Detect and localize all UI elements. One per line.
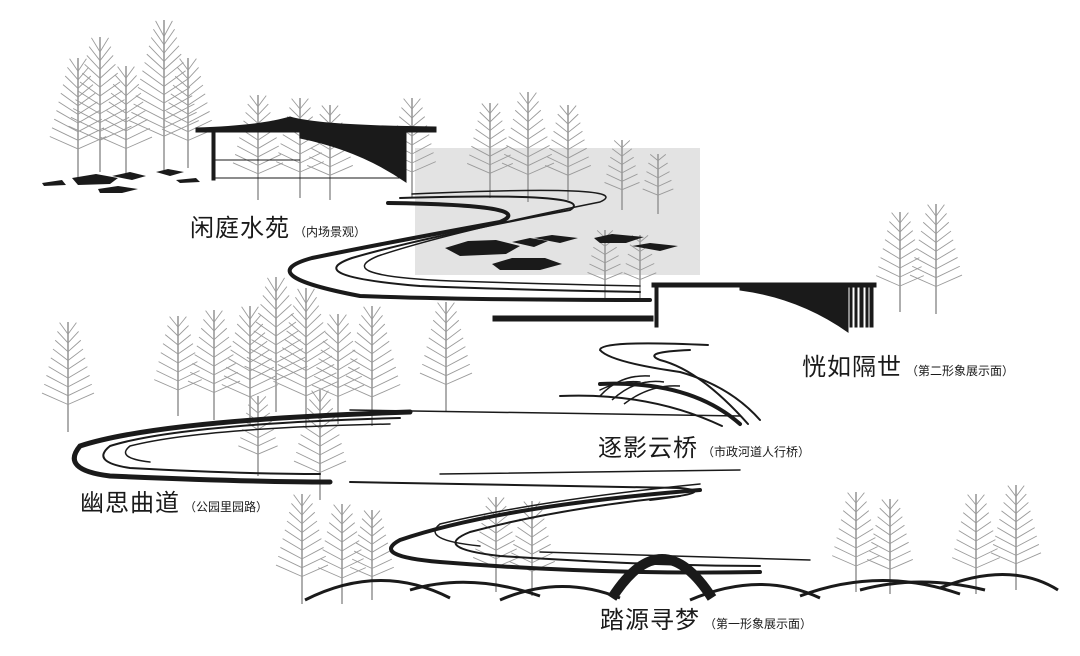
label-title: 踏源寻梦 [600, 606, 700, 634]
pavilion-icon [492, 282, 877, 333]
label-note: （第一形象展示面） [704, 617, 813, 631]
rock-icon [445, 240, 520, 256]
rock-icon [534, 235, 578, 243]
tree-icon [129, 20, 199, 170]
tree-icon [99, 66, 153, 176]
tree-icon [343, 306, 401, 426]
tree-icon [307, 105, 353, 200]
tree-icon [909, 204, 963, 314]
winding-path [71, 189, 811, 575]
rock-icon [98, 186, 138, 193]
rock-icon [632, 243, 678, 251]
label-huangru: 恍如隔世 （第二形象展示面） [802, 347, 1014, 382]
rock-icon [176, 178, 200, 183]
label-title: 闲庭水苑 [190, 214, 290, 242]
tree-icon [867, 499, 913, 594]
rock-icon [594, 234, 644, 243]
tree-icon [273, 288, 339, 428]
tree-icon [244, 277, 308, 412]
tree-icon [293, 390, 347, 500]
label-zhuying: 逐影云桥 （市政河道人行桥） [598, 428, 810, 463]
tree-icon [318, 504, 366, 604]
tree-icon [350, 510, 394, 600]
label-note: （公园里园路） [184, 500, 269, 514]
label-note: （市政河道人行桥） [702, 445, 811, 459]
tree-icon [952, 494, 1000, 594]
bridge-icon [607, 554, 717, 601]
tree-icon [187, 310, 241, 420]
label-note: （内场景观） [294, 225, 367, 239]
tree-icon [238, 396, 278, 476]
tree-icon [275, 494, 329, 604]
rock-icon [112, 172, 146, 180]
tree-icon [832, 492, 880, 592]
rock-icon [42, 180, 66, 186]
label-title: 逐影云桥 [598, 434, 698, 462]
tree-icon [41, 322, 95, 432]
label-tayuan: 踏源寻梦 （第一形象展示面） [600, 600, 812, 635]
tree-icon [642, 154, 674, 214]
tree-icon [161, 58, 215, 168]
tree-icon [221, 306, 279, 426]
rock-icon [156, 169, 184, 176]
tree-icon [232, 95, 284, 200]
rock-icon [492, 258, 562, 270]
label-note: （第二形象展示面） [906, 364, 1015, 378]
hill-group [304, 573, 1059, 602]
cloud-bridge-arcs [599, 375, 681, 405]
tree-icon [49, 58, 107, 178]
label-xianting: 闲庭水苑 （内场景观） [190, 208, 366, 243]
tree-icon [68, 37, 132, 172]
tree-group [41, 20, 1042, 604]
tree-icon [876, 212, 924, 312]
rock-group [42, 169, 678, 270]
tree-icon [419, 302, 473, 412]
label-title: 幽思曲道 [80, 489, 180, 517]
rock-icon [72, 174, 118, 185]
tree-icon [604, 140, 640, 210]
tree-icon [154, 316, 202, 416]
tree-icon [545, 105, 591, 200]
tree-icon [276, 98, 324, 198]
label-title: 恍如隔世 [802, 353, 902, 381]
pavilion-icon [195, 116, 437, 183]
tree-icon [467, 103, 513, 198]
label-yousi: 幽思曲道 （公园里园路） [80, 483, 268, 518]
tree-icon [990, 485, 1042, 590]
rock-icon [512, 238, 548, 247]
tree-icon [501, 92, 555, 202]
